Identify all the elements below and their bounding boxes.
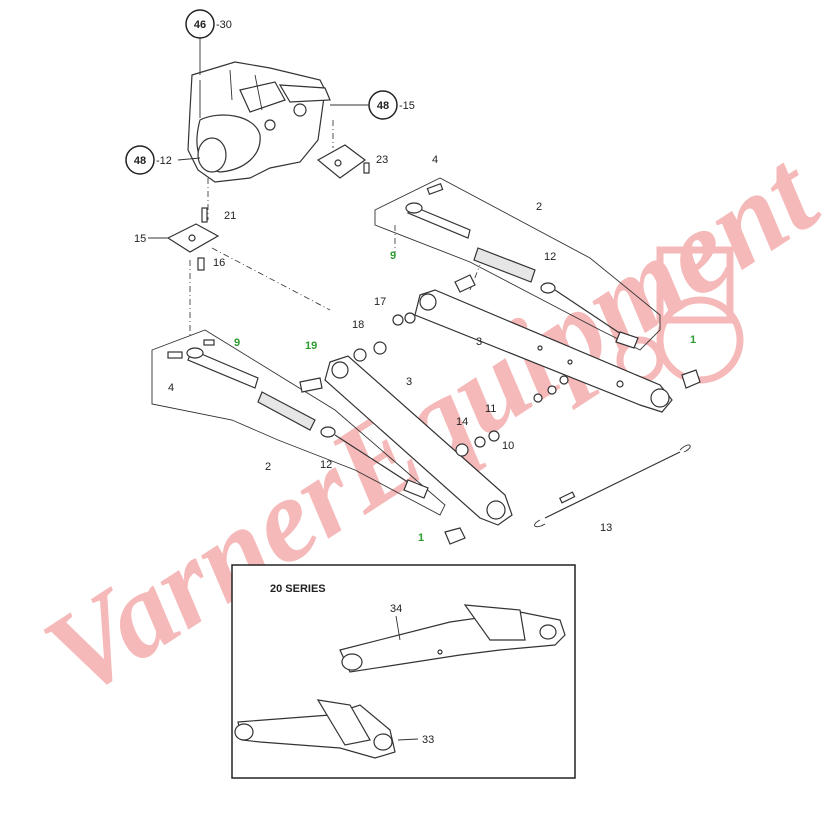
label-12a: 12 <box>544 251 556 263</box>
stabilizer-rod <box>534 444 691 528</box>
rear-axle-housing <box>187 61 331 183</box>
label-17: 17 <box>374 296 386 308</box>
callout-48b-suffix: -12 <box>156 155 172 167</box>
label-3a: 3 <box>476 336 482 348</box>
label-19: 19 <box>305 340 317 352</box>
hardware <box>353 312 701 545</box>
label-18: 18 <box>352 319 364 331</box>
part-labels: 23 21 15 16 4 2 9 12 17 18 3 1 19 9 4 3 … <box>134 154 696 544</box>
label-14: 14 <box>456 416 468 428</box>
label-1a: 1 <box>690 334 696 346</box>
part-33-arm: 33 <box>234 699 434 759</box>
callout-48-12: 48 -12 <box>125 145 201 175</box>
label-12b: 12 <box>320 459 332 471</box>
callout-46-suffix: -30 <box>216 19 232 31</box>
label-13: 13 <box>600 522 612 534</box>
label-21: 21 <box>224 210 236 222</box>
label-16: 16 <box>213 257 225 269</box>
label-9a: 9 <box>390 250 396 262</box>
label-4a: 4 <box>432 154 438 166</box>
upper-bracket <box>316 144 370 179</box>
inset-20-series: 20 SERIES 34 33 <box>231 564 576 779</box>
callout-48a-number: 48 <box>377 100 389 112</box>
tractor-logo-icon <box>616 246 744 384</box>
lower-bracket <box>166 207 220 271</box>
inset-title: 20 SERIES <box>270 583 326 595</box>
label-9b: 9 <box>234 337 240 349</box>
right-lower-arm <box>414 289 673 413</box>
callout-46-number: 46 <box>194 19 206 31</box>
label-2b: 2 <box>265 461 271 473</box>
label-3b: 3 <box>406 376 412 388</box>
callout-48b-number: 48 <box>134 155 146 167</box>
right-lift-rod <box>454 247 639 349</box>
label-33: 33 <box>422 734 434 746</box>
callout-46-30: 46 -30 <box>185 9 232 75</box>
label-15: 15 <box>134 233 146 245</box>
left-turnbuckle <box>167 339 259 389</box>
callout-48a-suffix: -15 <box>399 100 415 112</box>
label-10: 10 <box>502 440 514 452</box>
left-lift-rod <box>257 377 429 499</box>
label-1b: 1 <box>418 532 424 544</box>
callout-48-15: 48 -15 <box>330 90 415 120</box>
label-23: 23 <box>376 154 388 166</box>
label-4b: 4 <box>168 382 174 394</box>
phantom-lines <box>189 120 481 338</box>
left-lower-arm <box>324 355 513 526</box>
left-assembly-outline <box>151 329 446 516</box>
label-11: 11 <box>485 403 496 415</box>
part-34-arm: 34 <box>339 603 566 673</box>
right-assembly-outline <box>374 177 661 351</box>
label-2a: 2 <box>536 201 542 213</box>
right-turnbuckle <box>405 183 471 239</box>
label-34: 34 <box>390 603 402 615</box>
